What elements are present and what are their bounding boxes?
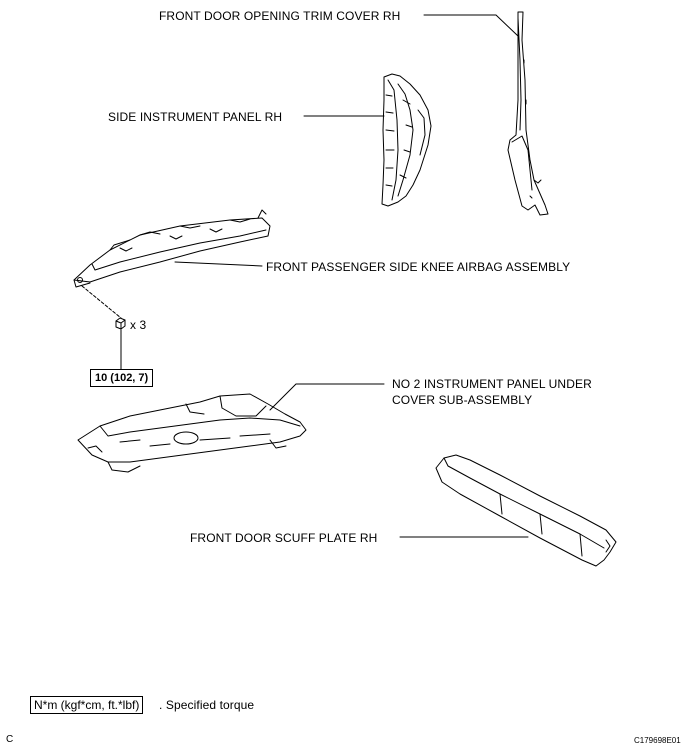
label-scuff-plate: FRONT DOOR SCUFF PLATE RH bbox=[190, 531, 378, 545]
under-cover-part bbox=[77, 393, 307, 473]
torque-unit-legend-text: . Specified torque bbox=[159, 698, 255, 712]
label-trim-cover: FRONT DOOR OPENING TRIM COVER RH bbox=[159, 9, 401, 23]
label-side-panel: SIDE INSTRUMENT PANEL RH bbox=[108, 110, 283, 124]
corner-letter: C bbox=[6, 734, 14, 745]
leader-under-cover bbox=[269, 383, 385, 411]
alignment-dashed-line bbox=[81, 285, 122, 319]
label-under-cover-line2: COVER SUB-ASSEMBLY bbox=[392, 393, 533, 407]
label-knee-airbag: FRONT PASSENGER SIDE KNEE AIRBAG ASSEMBL… bbox=[266, 260, 571, 274]
scuff-plate-part bbox=[435, 454, 617, 567]
bolt-quantity: x 3 bbox=[130, 318, 147, 332]
leader-trim-cover bbox=[423, 14, 519, 37]
leader-knee-airbag bbox=[174, 261, 263, 267]
figure-id: C179698E01 bbox=[634, 736, 681, 745]
bolt-part bbox=[115, 317, 126, 330]
trim-cover-part bbox=[507, 11, 549, 216]
torque-spec-box: 10 (102, 7) bbox=[90, 369, 154, 387]
torque-unit-legend-box: N*m (kgf*cm, ft.*lbf) bbox=[30, 696, 144, 714]
label-under-cover-line1: NO 2 INSTRUMENT PANEL UNDER bbox=[392, 377, 592, 391]
side-panel-part bbox=[381, 73, 432, 207]
knee-airbag-part bbox=[73, 209, 271, 288]
